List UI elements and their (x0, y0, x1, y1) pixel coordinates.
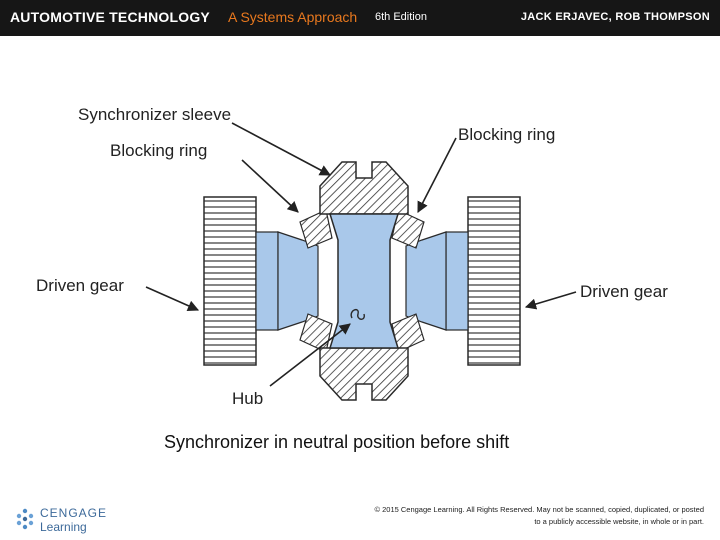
diagram-caption: Synchronizer in neutral position before … (164, 432, 509, 452)
label-synchronizer-sleeve: Synchronizer sleeve (78, 105, 231, 124)
label-driven-gear-right: Driven gear (580, 282, 668, 301)
label-blocking-ring-left: Blocking ring (110, 141, 207, 160)
synchronizer-sleeve (319, 161, 409, 401)
label-hub: Hub (232, 389, 263, 408)
header-bar: AUTOMOTIVE TECHNOLOGY A Systems Approach… (0, 0, 720, 36)
book-edition: 6th Edition (375, 11, 427, 23)
synchronizer-diagram: Synchronizer sleeve Blocking ring Blocki… (36, 105, 668, 452)
right-blocking-ring (391, 209, 425, 353)
cengage-logo-icon (16, 508, 34, 530)
label-blocking-ring-right: Blocking ring (458, 125, 555, 144)
book-authors: JACK ERJAVEC, ROB THOMPSON (520, 11, 710, 23)
copyright-notice: © 2015 Cengage Learning. All Rights Rese… (374, 505, 705, 526)
book-subtitle: A Systems Approach (228, 9, 358, 25)
logo-text-top: CENGAGE (40, 506, 108, 520)
leader-arrows (145, 122, 577, 387)
left-driven-gear (203, 196, 319, 366)
label-driven-gear-left: Driven gear (36, 276, 124, 295)
cengage-logo: CENGAGE Learning (14, 506, 124, 534)
book-title: AUTOMOTIVE TECHNOLOGY (10, 9, 210, 25)
logo-text-bottom: Learning (40, 520, 87, 534)
left-blocking-ring (299, 209, 333, 353)
right-driven-gear (405, 196, 521, 366)
synchronizer-hub (328, 213, 400, 349)
